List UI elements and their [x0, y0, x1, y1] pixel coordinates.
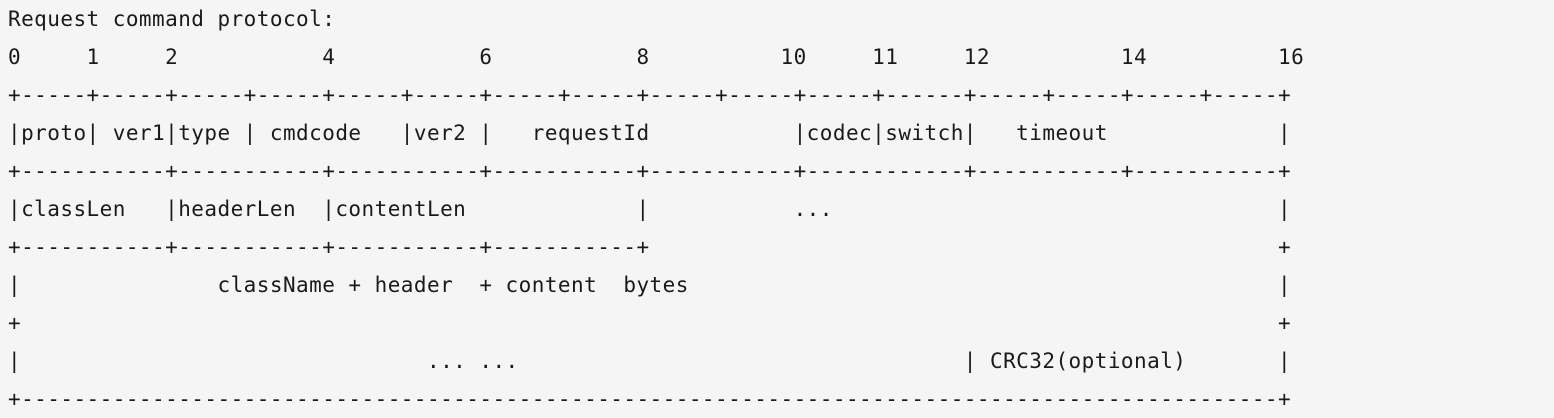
- payload-row: | className + header + content bytes |: [8, 273, 1292, 297]
- border-line: + +: [8, 311, 1292, 335]
- border-line: +-----------+-----------+-----------+---…: [8, 235, 1292, 259]
- border-line: +-----+-----+-----+-----+-----+-----+---…: [8, 83, 1292, 107]
- border-line: +-----------+-----------+-----------+---…: [8, 159, 1292, 183]
- header-fields-row: |proto| ver1|type | cmdcode |ver2 | requ…: [8, 121, 1292, 145]
- diagram-title: Request command protocol:: [8, 7, 336, 31]
- crc-row: | ... ... | CRC32(optional) |: [8, 349, 1292, 373]
- border-line: +---------------------------------------…: [8, 387, 1292, 411]
- byte-offset-ruler: 0 1 2 4 6 8 10 11 12 14 16: [8, 45, 1305, 69]
- length-fields-row: |classLen |headerLen |contentLen | ... |: [8, 197, 1292, 221]
